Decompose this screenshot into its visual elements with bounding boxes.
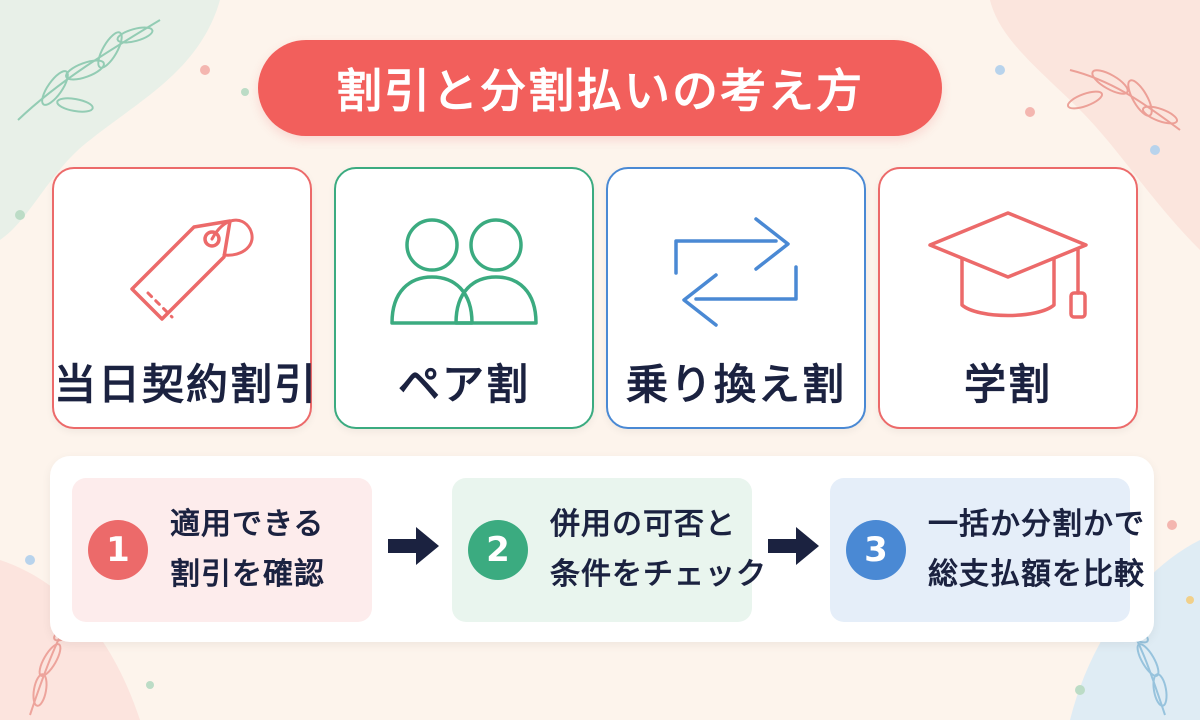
step-number-badge: 3 (846, 520, 906, 580)
leaf-sprig-top-right (1066, 69, 1181, 131)
step-line: 併用の可否と (550, 507, 736, 542)
discount-card-label: 当日契約割引 (54, 360, 319, 409)
discount-card-same-day: 当日契約割引 (52, 167, 319, 429)
discount-card-label: ペア割 (397, 360, 530, 409)
confetti-dots (15, 65, 1194, 695)
discount-card-student: 学割 (878, 167, 1138, 429)
step-1: 1 適用できる 割引を確認 (72, 478, 372, 622)
step-line: 割引を確認 (170, 557, 325, 592)
right-arrow-icon (388, 527, 439, 565)
price-tag-icon (130, 218, 254, 321)
two-people-icon (390, 218, 538, 325)
discount-card-pair: ペア割 (334, 167, 594, 429)
right-arrow-icon (768, 527, 819, 565)
title-banner: 割引と分割払いの考え方 (258, 40, 942, 136)
discount-card-switch: 乗り換え割 (606, 167, 866, 429)
step-text: 一括か分割かで 総支払額を比較 (928, 500, 1145, 600)
discount-card-label: 学割 (963, 360, 1052, 409)
swap-arrows-icon (674, 217, 798, 327)
step-line: 条件をチェック (550, 557, 767, 592)
step-line: 適用できる (170, 507, 325, 542)
step-3: 3 一括か分割かで 総支払額を比較 (830, 478, 1144, 622)
step-2: 2 併用の可否と 条件をチェック (452, 478, 766, 622)
step-line: 一括か分割かで (928, 507, 1145, 542)
leaf-sprig-top-left (17, 19, 161, 121)
graduation-cap-icon (928, 211, 1088, 319)
step-number-badge: 1 (88, 520, 148, 580)
page-title: 割引と分割払いの考え方 (336, 64, 864, 118)
discount-card-label: 乗り換え割 (625, 360, 846, 409)
step-number-badge: 2 (468, 520, 528, 580)
step-text: 適用できる 割引を確認 (170, 500, 325, 600)
step-text: 併用の可否と 条件をチェック (550, 500, 767, 600)
step-line: 総支払額を比較 (928, 557, 1145, 592)
